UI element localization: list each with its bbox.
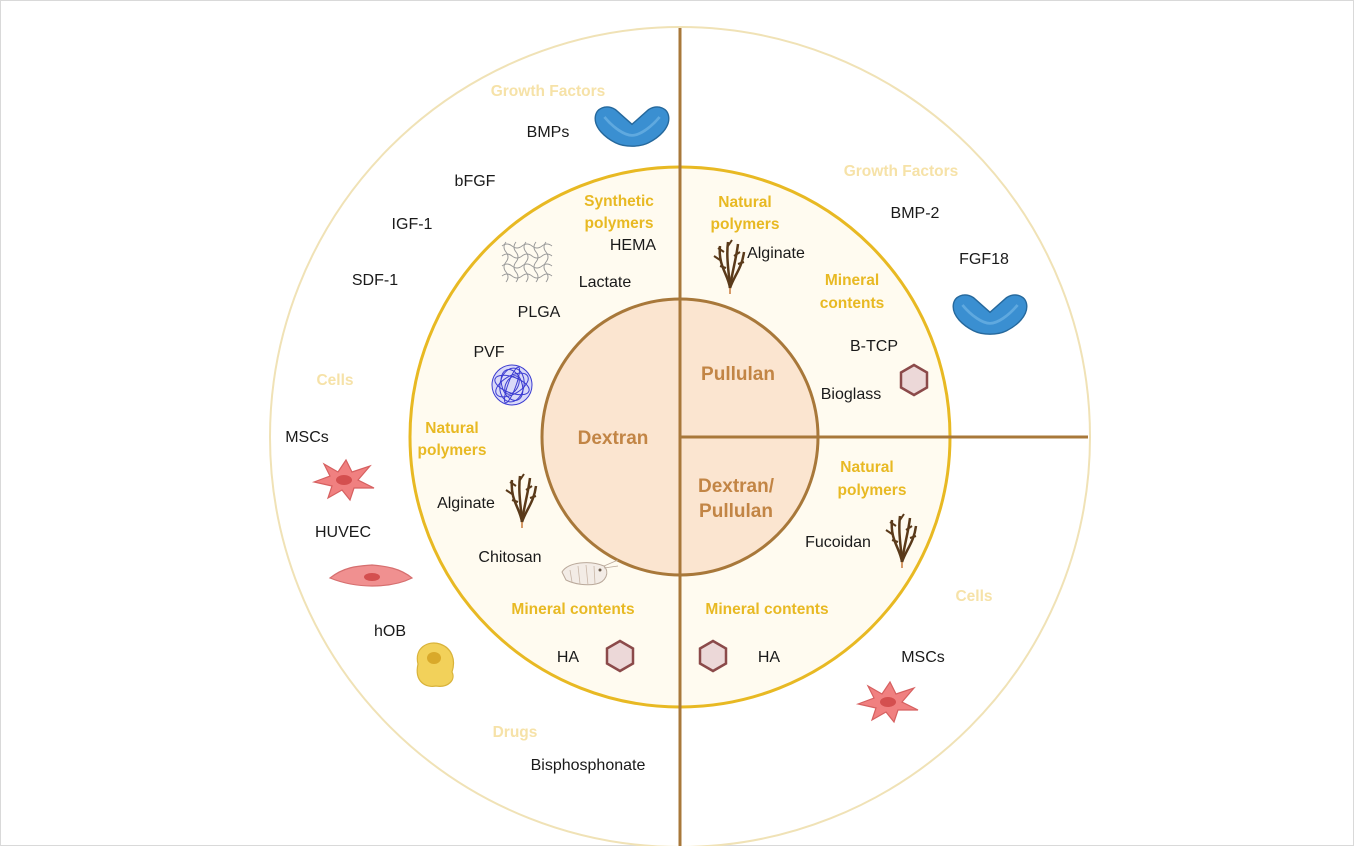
pullulan-gf-bmp2: BMP-2 <box>891 205 940 222</box>
pullulan-gf-fgf18: FGF18 <box>959 251 1009 268</box>
left-growth-factors-title: Growth Factors <box>491 83 606 100</box>
left-cells-title: Cells <box>316 372 353 389</box>
shrimp-icon <box>561 559 619 586</box>
mixed-cells-title: Cells <box>955 588 992 605</box>
mixed-mineral-ha: HA <box>758 649 781 666</box>
pullulan-mineral-title-2: contents <box>820 295 885 312</box>
pullulan-mineral-btcp: B-TCP <box>850 338 898 355</box>
left-cell-hob: hOB <box>374 623 406 640</box>
left-natural-alginate: Alginate <box>437 495 495 512</box>
left-gf-sdf1: SDF-1 <box>352 272 398 289</box>
left-natural-chitosan: Chitosan <box>478 549 541 566</box>
pullulan-growth-factors-title: Growth Factors <box>844 163 959 180</box>
left-synthetic-pvf: PVF <box>473 344 504 361</box>
left-cell-mscs: MSCs <box>285 429 329 446</box>
core-label-pullulan: Pullulan <box>701 364 775 385</box>
polymer-ball-icon <box>491 364 533 406</box>
left-mineral-title: Mineral contents <box>511 601 634 618</box>
hexagon-mineral-icon <box>605 639 635 673</box>
left-natural-title-2: polymers <box>418 442 487 459</box>
mixed-mineral-title: Mineral contents <box>705 601 828 618</box>
mixed-cell-mscs: MSCs <box>901 649 945 666</box>
core-label-mixed-line1: Dextran/ <box>698 476 775 497</box>
pullulan-natural-title-1: Natural <box>718 194 771 211</box>
core-label-mixed-line2: Pullulan <box>699 501 773 522</box>
left-natural-title-1: Natural <box>425 420 478 437</box>
pullulan-natural-alginate: Alginate <box>747 245 805 262</box>
left-synthetic-lactate: Lactate <box>579 274 632 291</box>
left-mineral-ha: HA <box>557 649 580 666</box>
left-gf-igf1: IGF-1 <box>392 216 433 233</box>
left-synthetic-hema: HEMA <box>610 237 657 254</box>
left-synthetic-title-2: polymers <box>585 215 654 232</box>
pullulan-mineral-title-1: Mineral <box>825 272 879 289</box>
pullulan-mineral-bioglass: Bioglass <box>821 386 881 403</box>
osteoblast-cell-icon <box>416 642 455 687</box>
hexagon-mineral-icon <box>698 639 728 673</box>
mixed-natural-fucoidan: Fucoidan <box>805 534 871 551</box>
left-drugs-title: Drugs <box>493 724 538 741</box>
endothelial-cell-icon <box>328 564 414 587</box>
core-label-dextran: Dextran <box>578 428 649 449</box>
left-gf-bfgf: bFGF <box>455 173 496 190</box>
left-cell-huvec: HUVEC <box>315 524 371 541</box>
left-drug-bisphosphonate: Bisphosphonate <box>531 757 646 774</box>
hexagon-mineral-icon <box>899 363 929 397</box>
pullulan-natural-title-2: polymers <box>711 216 780 233</box>
polymer-mesh-icon <box>501 241 553 283</box>
left-synthetic-plga: PLGA <box>518 304 561 321</box>
mixed-natural-title-1: Natural <box>840 459 893 476</box>
mixed-natural-title-2: polymers <box>838 482 907 499</box>
left-gf-bmps: BMPs <box>527 124 570 141</box>
left-synthetic-title-1: Synthetic <box>584 193 654 210</box>
